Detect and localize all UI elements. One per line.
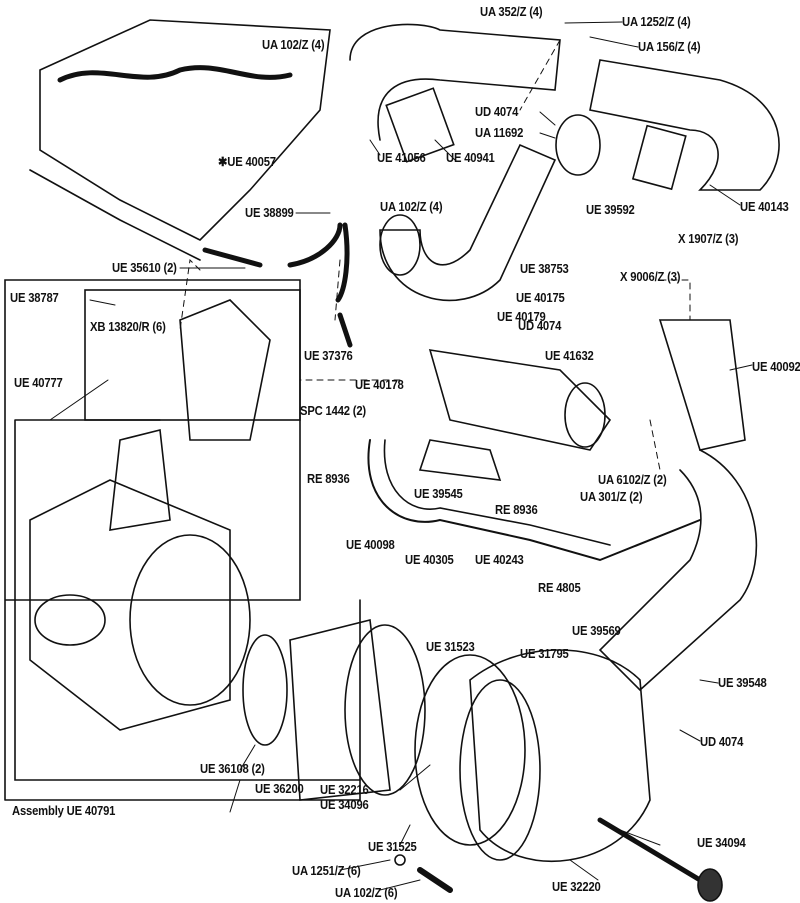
part-label: RE 4805	[538, 581, 581, 595]
part-label: UE 32220	[552, 880, 601, 894]
part-label: UE 41056	[377, 151, 426, 165]
hose-clamp	[555, 114, 601, 176]
part-label: UE 40243	[475, 553, 524, 567]
inner-box-outline	[84, 289, 301, 421]
part-label: UD 4074	[700, 735, 744, 749]
part-label: XB 13820/R (6)	[90, 320, 166, 334]
bracket	[418, 439, 502, 481]
part-label: UE 31525	[368, 840, 417, 854]
part-label: UE 36108 (2)	[200, 762, 265, 776]
part-label: UE 40305	[405, 553, 454, 567]
lower-hose	[367, 439, 701, 562]
wiring-harness	[57, 65, 293, 83]
part-label: UE 39545	[414, 487, 463, 501]
part-label: UA 102/Z (6)	[335, 886, 398, 900]
assembly-outline	[4, 279, 361, 801]
part-label: SPC 1442 (2)	[300, 404, 367, 418]
part-label: UA 352/Z (4)	[480, 5, 543, 19]
part-label: UE 32216	[320, 783, 369, 797]
part-label: UE 40175	[516, 291, 565, 305]
backplate	[414, 654, 526, 846]
cover-housing	[469, 649, 651, 862]
part-label: ✱UE 40057	[218, 155, 276, 169]
part-label: UE 39548	[718, 676, 767, 690]
part-label: UE 38753	[520, 262, 569, 276]
part-label: UE 36200	[255, 782, 304, 796]
part-label: UE 40143	[740, 200, 789, 214]
part-label: UE 40179	[497, 310, 546, 324]
part-label: UE 41632	[545, 349, 594, 363]
right-pipe	[589, 59, 780, 191]
part-label: UE 35610 (2)	[112, 261, 177, 275]
part-label: UA 6102/Z (2)	[598, 473, 667, 487]
part-label: UA 1252/Z (4)	[622, 15, 691, 29]
flange-plate	[385, 87, 455, 163]
part-label: UD 4074	[518, 319, 562, 333]
engine-bay-outline	[39, 19, 331, 241]
part-label: UE 31795	[520, 647, 569, 661]
part-label: UE 40178	[355, 378, 404, 392]
part-label: UA 156/Z (4)	[638, 40, 701, 54]
part-label: UE 37376	[304, 349, 353, 363]
part-label: UE 38899	[245, 206, 294, 220]
part-label: UE 38787	[10, 291, 59, 305]
part-label: UE 34096	[320, 798, 369, 812]
part-label: UA 102/Z (4)	[380, 200, 443, 214]
part-label: UE 39569	[572, 624, 621, 638]
part-label: UE 39592	[586, 203, 635, 217]
part-label: UA 11692	[475, 126, 524, 140]
part-label: UE 31523	[426, 640, 475, 654]
part-label: UE 40098	[346, 538, 395, 552]
filter-element	[289, 619, 391, 801]
part-label: UA 1251/Z (6)	[292, 864, 361, 878]
control-box	[179, 299, 271, 441]
part-label: UA 102/Z (4)	[262, 38, 325, 52]
part-label: UE 34094	[697, 836, 746, 850]
part-label: X 1907/Z (3)	[678, 232, 739, 246]
air-box	[29, 479, 231, 731]
part-label: RE 8936	[307, 472, 350, 486]
part-label: UE 40777	[14, 376, 63, 390]
small-hose	[202, 222, 353, 348]
part-label: X 9006/Z (3)	[620, 270, 681, 284]
part-label: UA 301/Z (2)	[580, 490, 643, 504]
gasket	[242, 634, 288, 746]
long-bolt	[597, 817, 703, 883]
part-label: UD 4074	[475, 105, 519, 119]
part-label: UE 40092	[752, 360, 800, 374]
part-label: RE 8936	[495, 503, 538, 517]
part-label: Assembly UE 40791	[12, 804, 116, 818]
upper-pipe	[349, 23, 561, 141]
elbow-pipe	[379, 143, 557, 302]
corrugated-hose	[428, 349, 612, 451]
part-label: UE 40941	[446, 151, 495, 165]
intake-tube	[658, 319, 746, 451]
